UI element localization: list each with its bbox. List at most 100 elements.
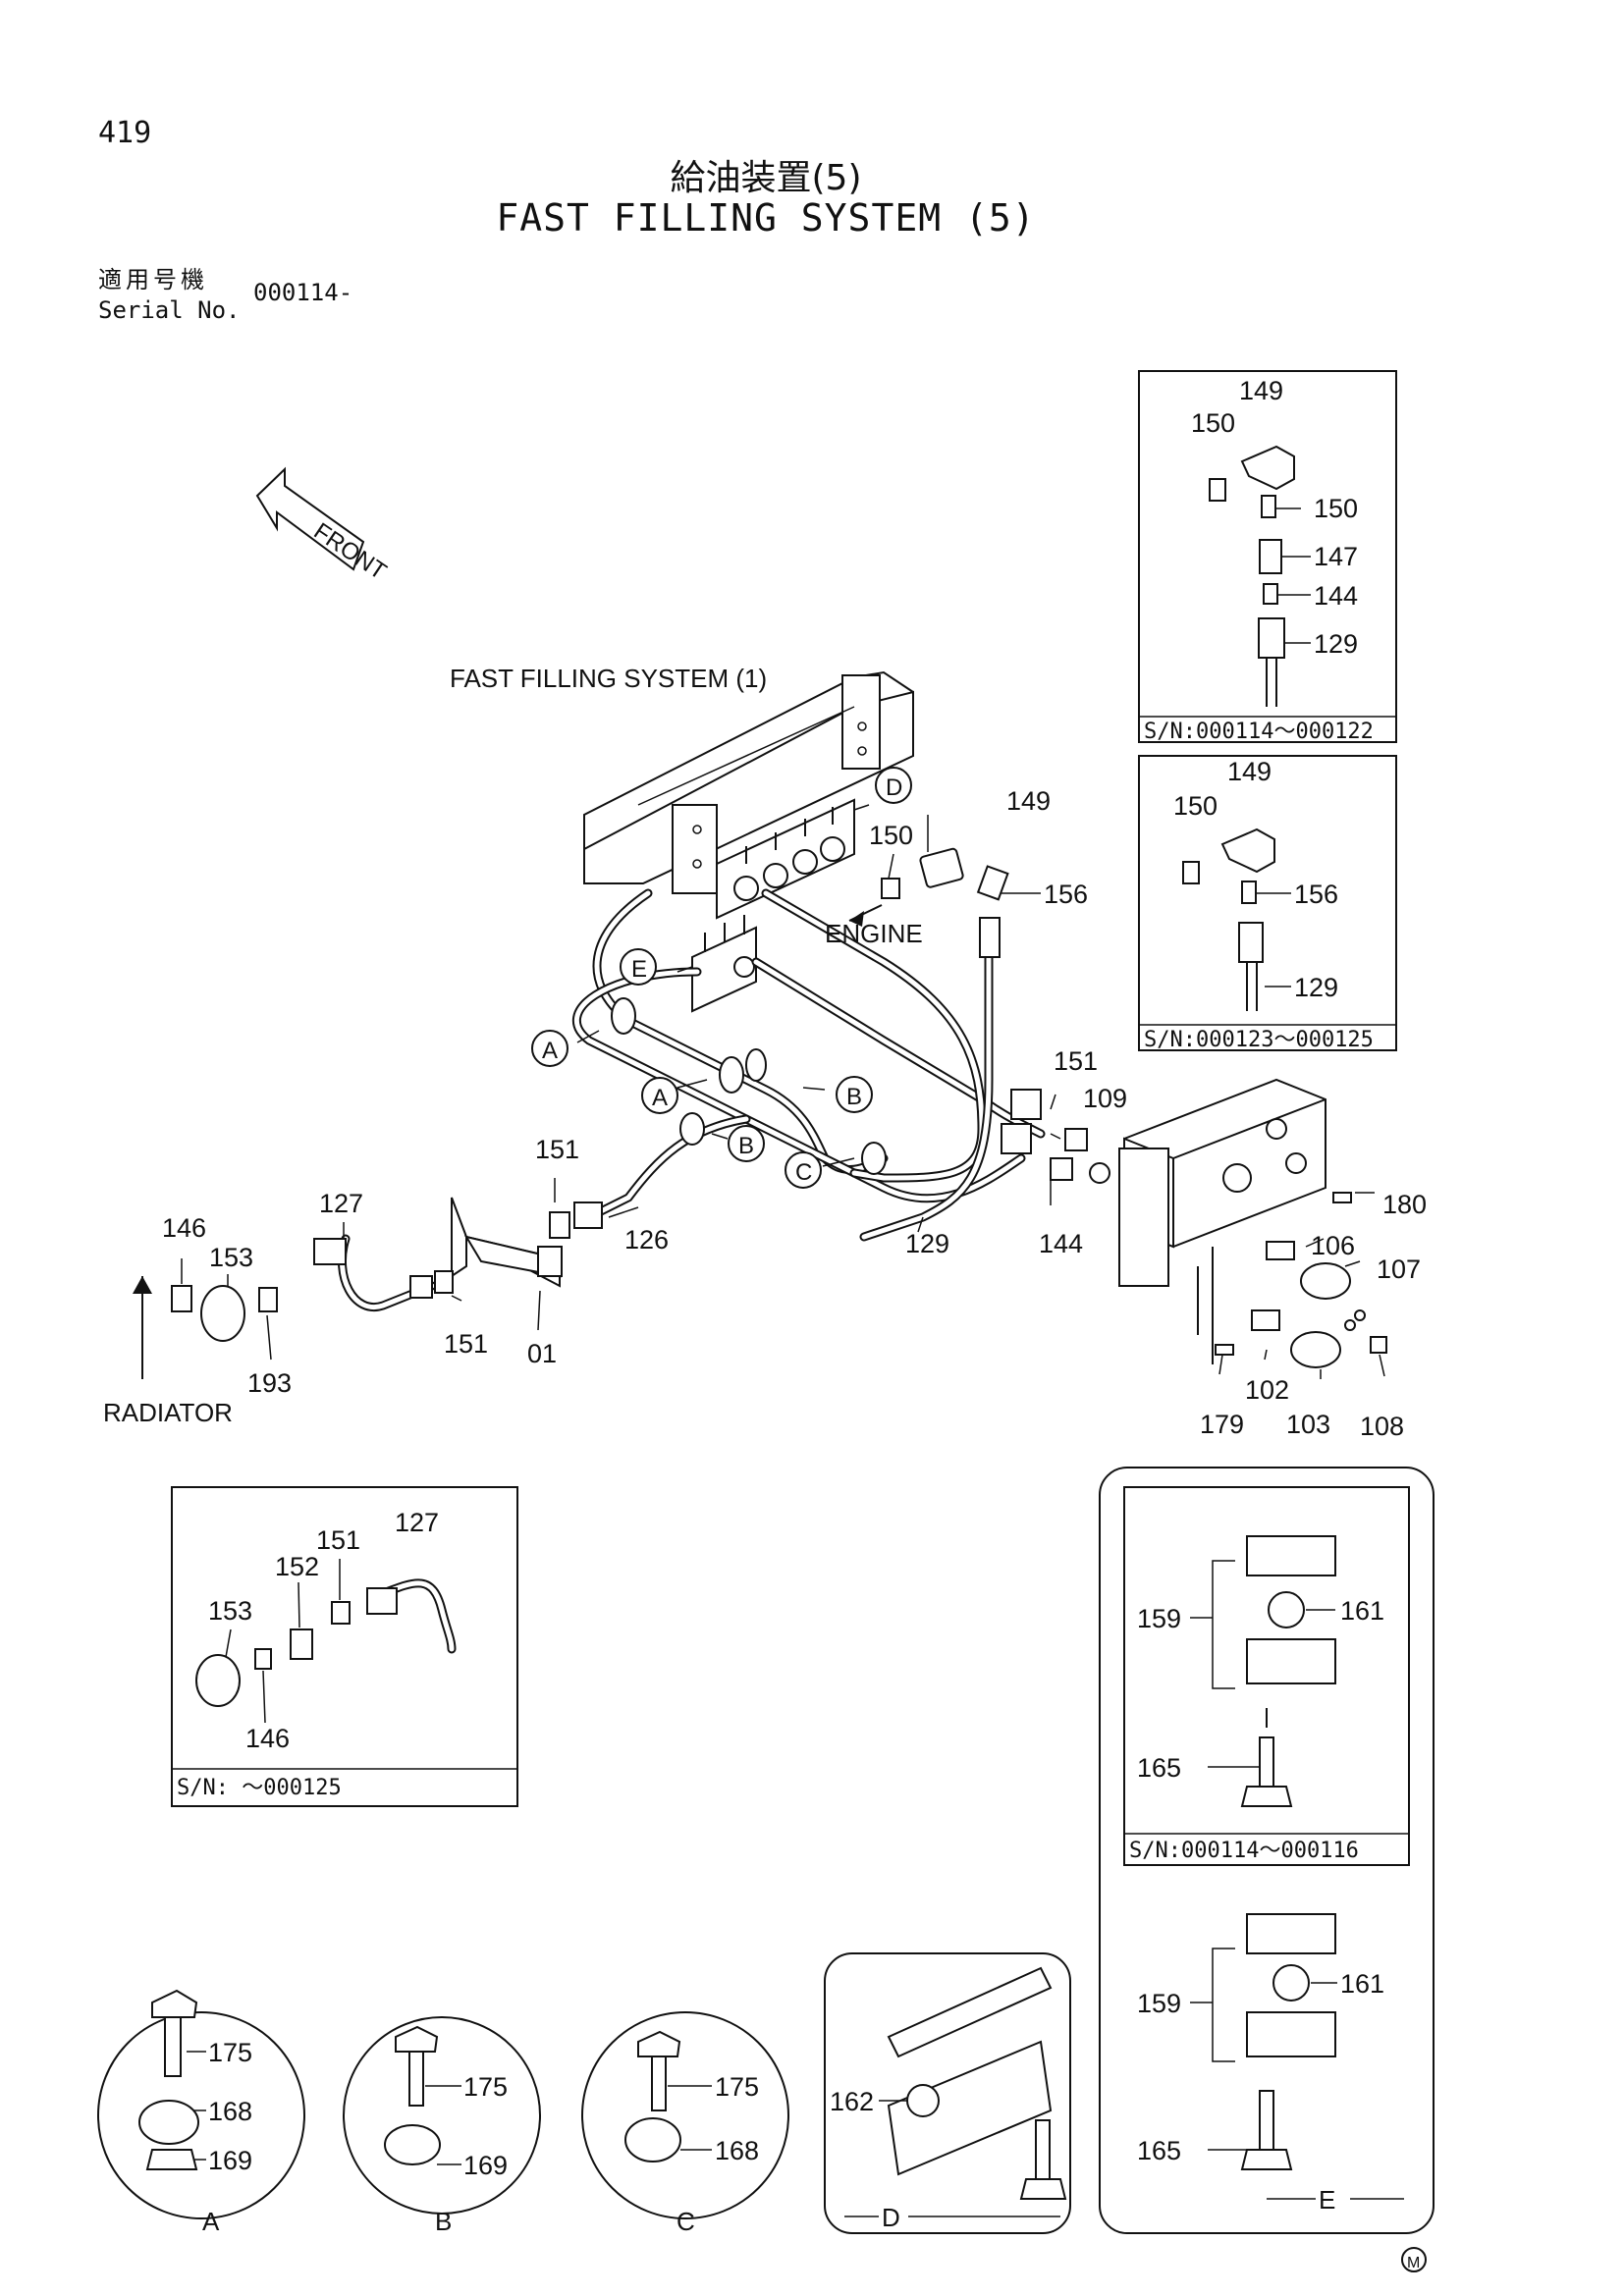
detail-label-d: D [882, 2203, 900, 2232]
part-label: 149 [1006, 786, 1051, 816]
detail-d: 162 D [824, 1952, 1071, 2234]
hose-routing [337, 888, 1046, 1312]
inset-serial-range: S/N:000123～000125 [1144, 1028, 1374, 1052]
front-label: FRONT [309, 518, 392, 586]
callout-b2: B [728, 1125, 765, 1162]
part-label: 127 [319, 1189, 363, 1218]
part-label: 168 [208, 2097, 252, 2126]
part-label: 161 [1340, 1969, 1384, 1999]
detail-label-c: C [677, 2207, 695, 2236]
part-label: 193 [247, 1368, 292, 1398]
callout-b1: B [836, 1076, 873, 1113]
part-label: 151 [316, 1525, 360, 1555]
part-label: 01 [527, 1339, 557, 1368]
title-japanese: 給油装置(5) [670, 158, 862, 198]
part-label: 150 [1314, 494, 1358, 523]
part-label: 106 [1311, 1231, 1355, 1260]
part-label: 107 [1377, 1255, 1421, 1284]
part-label: 175 [463, 2072, 508, 2102]
callout-c: C [785, 1151, 822, 1189]
manifold-block-e [691, 915, 757, 1013]
part-label: 146 [245, 1724, 290, 1753]
front-arrow-icon: FRONT [255, 466, 392, 586]
svg-text:A: A [542, 1038, 558, 1064]
part-label: 150 [1191, 408, 1235, 438]
part-label: 165 [1137, 2136, 1181, 2165]
engine-caption: ENGINE [825, 919, 923, 948]
part-label: 150 [1173, 791, 1218, 821]
inset-top-1: 149 150 150 147 144 129 S/N:000114～00012… [1138, 370, 1397, 744]
title-english: FAST FILLING SYSTEM (5) [496, 196, 1036, 240]
detail-e-frame [1099, 1467, 1435, 2234]
serial-value: 000114- [253, 279, 353, 306]
part-label: 103 [1286, 1410, 1330, 1439]
part-label: 144 [1039, 1229, 1083, 1258]
inset-serial-range: S/N:000114～000116 [1129, 1839, 1359, 1863]
leader-lines [181, 804, 1385, 1379]
part-label: 150 [869, 821, 913, 850]
part-label: 175 [208, 2038, 252, 2067]
svg-text:M: M [1407, 2255, 1420, 2271]
main-frame-bracket [583, 670, 914, 894]
page-number: 419 [98, 116, 152, 150]
part-label: 102 [1245, 1375, 1289, 1405]
detail-label-e: E [1319, 2185, 1335, 2215]
part-label: 144 [1314, 581, 1358, 611]
svg-text:E: E [631, 956, 647, 983]
part-label: 165 [1137, 1753, 1181, 1783]
svg-text:A: A [652, 1085, 668, 1111]
hose-clamps [611, 997, 887, 1175]
inset-serial-range: S/N: ～000125 [177, 1776, 342, 1800]
detail-c: 175 168 C [581, 2011, 789, 2236]
part-label: 168 [715, 2136, 759, 2165]
detail-a: 175 168 169 A [97, 1989, 305, 2236]
svg-text:B: B [738, 1133, 754, 1159]
part-label: 153 [209, 1243, 253, 1272]
part-label: 153 [208, 1596, 252, 1626]
part-label: 151 [1054, 1046, 1098, 1076]
part-label: 169 [463, 2151, 508, 2180]
part-label: 156 [1294, 880, 1338, 909]
part-label: 179 [1200, 1410, 1244, 1439]
receptacle-fittings [1001, 1089, 1387, 1368]
part-label: 109 [1083, 1084, 1127, 1113]
engine-fittings [848, 847, 1009, 958]
part-label: 159 [1137, 1989, 1181, 2018]
part-label: 146 [162, 1213, 206, 1243]
svg-text:C: C [795, 1159, 812, 1186]
svg-text:B: B [846, 1084, 862, 1110]
m-mark: M [1401, 2247, 1427, 2272]
part-label: 147 [1314, 542, 1358, 571]
part-label: 156 [1044, 880, 1088, 909]
part-label: 152 [275, 1552, 319, 1581]
part-label: 175 [715, 2072, 759, 2102]
part-label: 129 [905, 1229, 949, 1258]
fill-receptacle-block [1118, 1078, 1326, 1287]
callout-a2: A [641, 1077, 678, 1114]
part-label: 126 [624, 1225, 669, 1255]
ref-system-caption: FAST FILLING SYSTEM (1) [450, 664, 767, 693]
part-label: 149 [1239, 376, 1283, 405]
part-label: 127 [395, 1508, 439, 1537]
part-label: 108 [1360, 1412, 1404, 1441]
detail-e-lower: 159 161 165 E [1137, 1913, 1404, 2215]
callout-e: E [620, 948, 657, 986]
svg-text:D: D [886, 774, 902, 801]
callout-d: D [875, 767, 912, 804]
detail-label-b: B [435, 2207, 452, 2236]
inset-top-2: 149 150 156 129 S/N:000123～000125 [1138, 755, 1397, 1052]
serial-label-english: Serial No. [98, 296, 241, 324]
serial-label-japanese: 適用号機 [98, 266, 208, 294]
callout-a1: A [531, 1030, 568, 1067]
part-label: 161 [1340, 1596, 1384, 1626]
inset-serial-range: S/N:000114～000122 [1144, 720, 1374, 744]
manifold-block-d [716, 798, 855, 920]
part-label: 169 [208, 2146, 252, 2175]
detail-b: 175 169 B [343, 2016, 541, 2236]
left-bracket [133, 1197, 603, 1379]
part-label: 159 [1137, 1604, 1181, 1633]
radiator-caption: RADIATOR [103, 1398, 233, 1427]
part-label: 151 [535, 1135, 579, 1164]
part-label: 149 [1227, 757, 1272, 786]
